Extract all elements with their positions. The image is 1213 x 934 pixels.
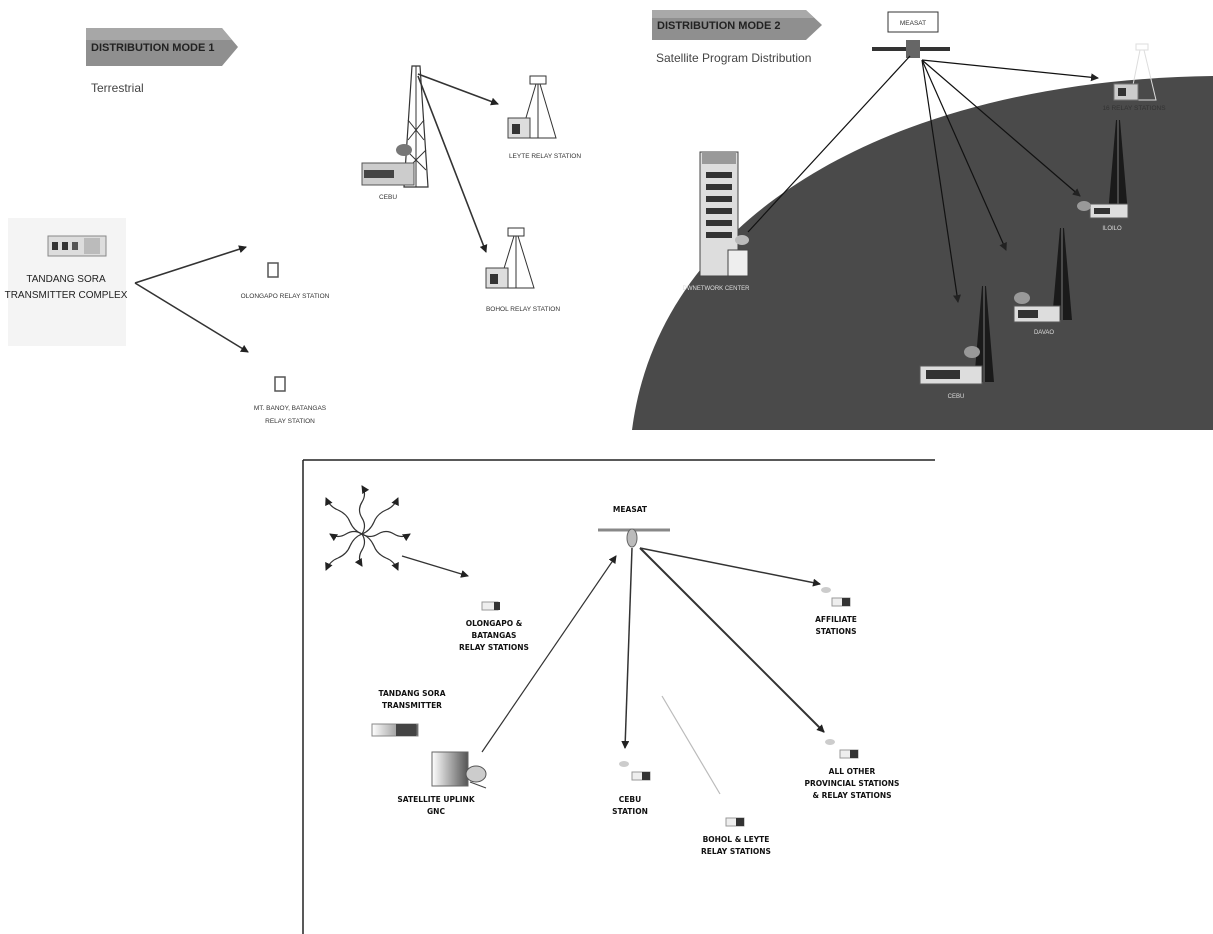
bohol-label: BOHOL RELAY STATION [486,306,560,313]
mode3-transmitter-label-2: TRANSMITTER [382,701,442,710]
olongapo-icon [267,262,279,278]
arrow-to-bohol [417,75,488,253]
cebu-label: CEBU [379,194,397,201]
mode3-section: MEASAT OLONGAPO & BATANGAS RELAY STATION… [302,459,935,934]
mode3-measat-label: MEASAT [613,505,648,514]
line-to-cebu-globe [921,59,961,303]
cebu-station-icon [619,761,651,781]
cebu-tower-icon [361,65,429,188]
cebu-station-label-1: CEBU [619,795,641,804]
broadcast-starburst-icon [325,485,411,571]
relay-stations-label: 16 RELAY STATIONS [1102,105,1166,112]
mode1-section: DISTRIBUTION MODE 1 Terrestrial TANDANG … [5,28,581,425]
olongapo-batangas-label-1: OLONGAPO & [466,619,523,628]
cebu-station-label-2: STATION [612,807,648,816]
arrow-to-batangas [134,282,249,353]
arrow-to-cebu-station [621,547,633,749]
transmitter-label-2: TRANSMITTER COMPLEX [5,290,128,301]
mode3-transmitter-label-1: TANDANG SORA [378,689,445,698]
mode3-transmitter-icon [371,723,419,737]
batangas-icon [274,376,286,392]
arrow-to-leyte [417,73,499,106]
olongapo-label: OLONGAPO RELAY STATION [241,293,330,300]
iloilo-label: ILOILO [1102,226,1122,232]
davao-label: DAVAO [1034,330,1054,336]
olongapo-batangas-label-2: BATANGAS [472,631,517,640]
olongapo-batangas-label-3: RELAY STATIONS [459,643,529,652]
line-to-iloilo [921,59,1081,197]
mode1-subtitle: Terrestrial [91,81,144,95]
relay-stations-icon [1113,43,1157,101]
uplink-gnc-icon [431,751,487,789]
arrow-to-olongapo-batangas [401,555,469,578]
bohol-leyte-icon [725,817,745,827]
bohol-leyte-label-1: BOHOL & LEYTE [703,835,770,844]
cebu-globe-label: CEBU [948,394,965,400]
network-center-label: DWNETWORK CENTER [683,286,751,292]
batangas-label-1: MT. BANOY, BATANGAS [254,405,327,412]
affiliate-icon [821,587,851,607]
uplink-line [747,55,911,233]
mode2-subtitle: Satellite Program Distribution [656,51,811,65]
provincial-label-3: & RELAY STATIONS [812,791,891,800]
mode2-banner: DISTRIBUTION MODE 2 [652,10,822,40]
provincial-icon [825,739,859,759]
transmitter-label-1: TANDANG SORA [26,274,106,285]
line-to-davao [921,59,1007,251]
measat-label: MEASAT [900,20,926,27]
cebu-globe-tower-icon [919,286,994,385]
mode1-banner-text: DISTRIBUTION MODE 1 [91,42,214,54]
uplink-label-1: SATELLITE UPLINK [397,795,475,804]
iloilo-tower-icon [1077,120,1129,219]
batangas-label-2: RELAY STATION [265,418,315,425]
globe-shape [632,76,1213,430]
mode2-banner-text: DISTRIBUTION MODE 2 [657,20,780,32]
measat-satellite-icon [872,11,950,58]
network-center-building [699,151,749,277]
davao-tower-icon [1013,228,1072,323]
mode1-banner: DISTRIBUTION MODE 1 [86,28,238,66]
faint-line-bohol [661,695,721,795]
leyte-label: LEYTE RELAY STATION [509,153,581,160]
uplink-to-measat [481,555,617,753]
olongapo-batangas-icon [481,601,500,611]
bohol-relay-icon [485,227,535,289]
uplink-label-2: GNC [427,807,445,816]
bohol-leyte-label-2: RELAY STATIONS [701,847,771,856]
mode2-section: DISTRIBUTION MODE 2 Satellite Program Di… [632,10,1213,430]
affiliate-label-1: AFFILIATE [815,615,857,624]
provincial-label-2: PROVINCIAL STATIONS [805,779,900,788]
affiliate-label-2: STATIONS [815,627,856,636]
transmitter-icon [47,235,107,257]
provincial-label-1: ALL OTHER [829,767,876,776]
leyte-relay-icon [507,75,557,139]
mode3-satellite-icon [598,528,670,548]
line-to-relays [921,59,1099,82]
arrow-to-affiliates [639,547,821,587]
arrow-to-olongapo [134,245,247,284]
arrow-to-provincial [639,547,825,733]
